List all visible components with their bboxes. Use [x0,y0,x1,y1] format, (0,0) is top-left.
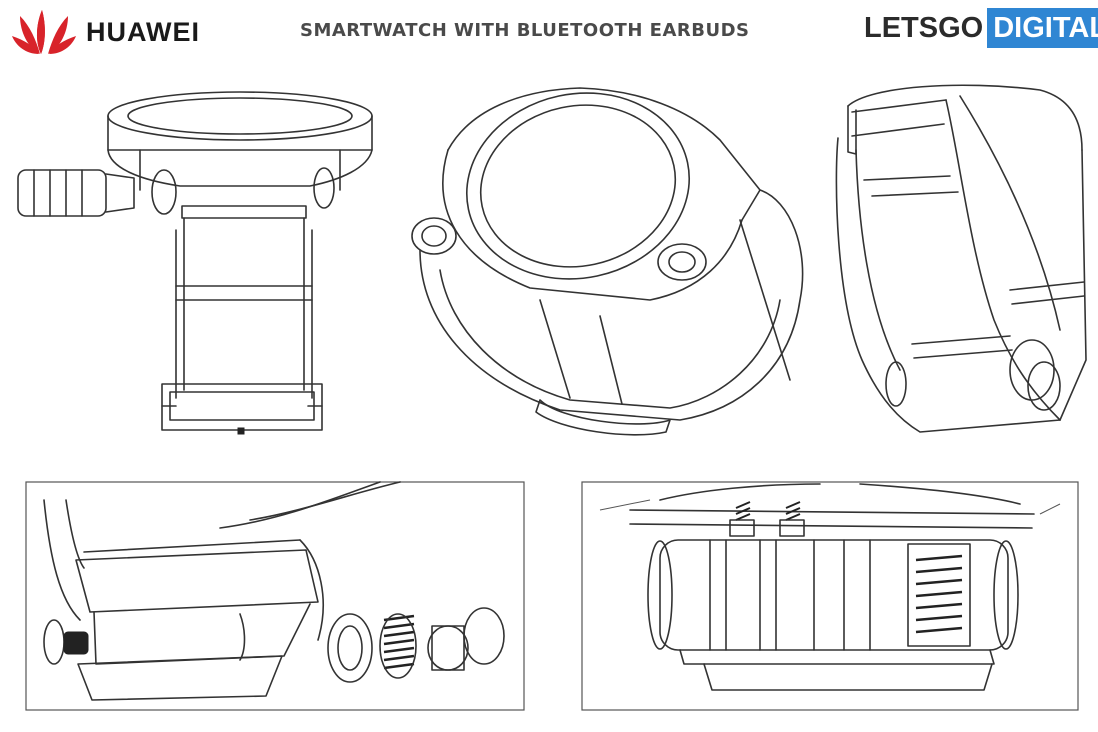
watch-rear-view-drawing [835,84,1087,433]
digital-text: DIGITAL [987,8,1098,48]
letsgo-digital-logo: LETSGO DIGITAL [864,8,1098,48]
huawei-brand: HUAWEI [12,4,200,60]
earbud-docked-detail-panel [581,481,1079,711]
huawei-brand-text: HUAWEI [86,16,200,47]
letsgo-text: LETSGO [864,12,984,44]
watch-side-view-drawing [17,91,373,435]
page-title: SMARTWATCH WITH BLUETOOTH EARBUDS [300,20,750,41]
earbud-exploded-detail-panel [25,481,525,711]
watch-perspective-view-drawing [411,87,804,436]
header: HUAWEI SMARTWATCH WITH BLUETOOTH EARBUDS… [0,0,1098,64]
huawei-petal-logo-icon [12,10,76,54]
